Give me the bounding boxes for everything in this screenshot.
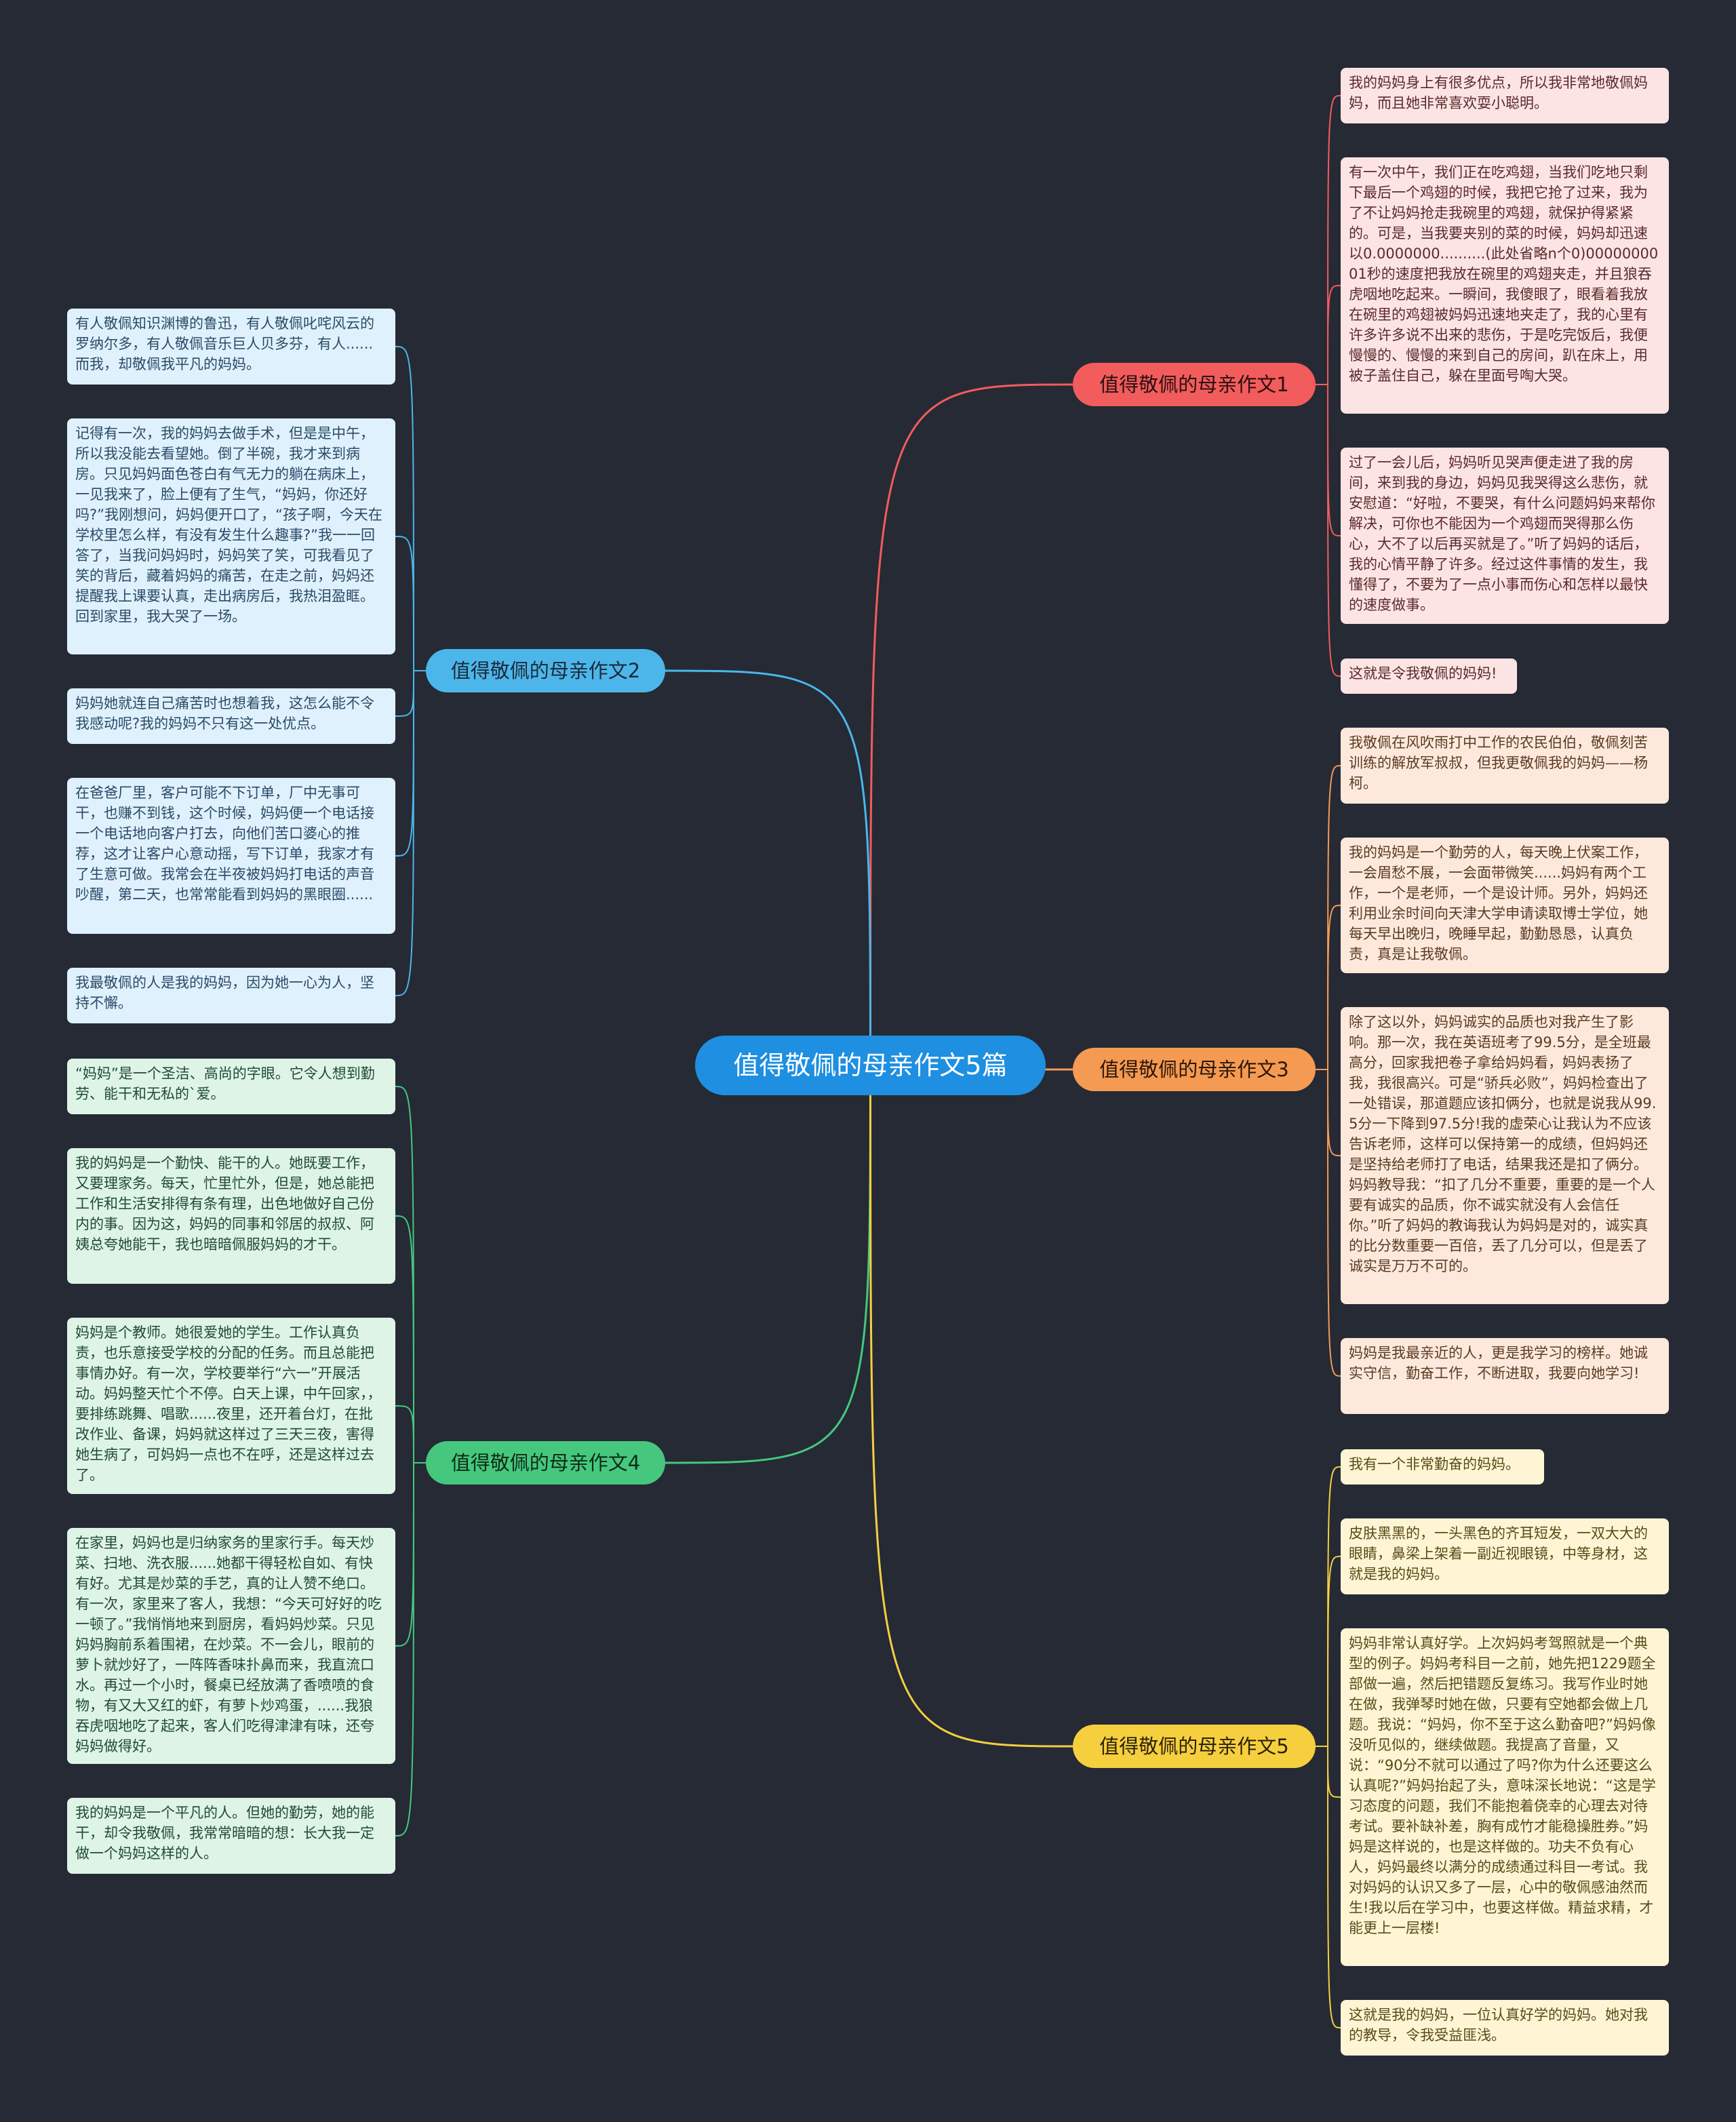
leaf-3-3: 除了这以外，妈妈诚实的品质也对我产生了影响。那一次，我在英语班考了99.5分，是…: [1341, 1007, 1669, 1304]
leaf-1-1: 我的妈妈身上有很多优点，所以我非常地敬佩妈妈，而且她非常喜欢耍小聪明。: [1341, 68, 1669, 123]
leaf-1-2: 有一次中午，我们正在吃鸡翅，当我们吃地只剩下最后一个鸡翅的时候，我把它抢了过来，…: [1341, 157, 1669, 414]
connector-path: [869, 383, 1073, 1066]
leaf-5-1: 我有一个非常勤奋的妈妈。: [1341, 1449, 1544, 1485]
branch-topic-2[interactable]: 值得敬佩的母亲作文2: [426, 649, 665, 692]
connector-path: [395, 670, 426, 717]
connector-path: [395, 1462, 426, 1836]
connector-path: [395, 536, 426, 671]
root-topic[interactable]: 值得敬佩的母亲作文5篇: [695, 1036, 1046, 1095]
connector-path: [395, 1462, 426, 1647]
leaf-1-3: 过了一会儿后，妈妈听见哭声便走进了我的房间，来到我的身边，妈妈见我哭得这么悲伤，…: [1341, 448, 1669, 624]
leaf-4-1: “妈妈”是一个圣洁、高尚的字眼。它令人想到勤劳、能干和无私的`爱。: [67, 1059, 395, 1114]
leaf-1-4: 这就是令我敬佩的妈妈!: [1341, 659, 1517, 694]
leaf-4-3: 妈妈是个教师。她很爱她的学生。工作认真负责，也乐意接受学校的分配的任务。而且总能…: [67, 1318, 395, 1494]
connector-path: [395, 346, 426, 671]
leaf-2-5: 我最敬佩的人是我的妈妈，因为她一心为人，坚持不懈。: [67, 968, 395, 1023]
leaf-5-2: 皮肤黑黑的，一头黑色的齐耳短发，一双大大的眼睛，鼻梁上架着一副近视眼镜，中等身材…: [1341, 1518, 1669, 1594]
connector-path: [869, 1065, 1073, 1748]
connector-path: [395, 1215, 426, 1463]
connector-path: [1316, 1746, 1341, 2028]
connector-path: [665, 1065, 871, 1464]
connector-path: [665, 669, 871, 1066]
connector-path: [1316, 95, 1341, 385]
leaf-3-2: 我的妈妈是一个勤劳的人，每天晚上伏案工作，一会眉愁不展，一会面带微笑......…: [1341, 838, 1669, 973]
connector-path: [1316, 384, 1341, 677]
connector-path: [1316, 1556, 1341, 1747]
leaf-4-4: 在家里，妈妈也是归纳家务的里家行手。每天炒菜、扫地、洗衣服......她都干得轻…: [67, 1528, 395, 1764]
leaf-2-1: 有人敬佩知识渊博的鲁迅，有人敬佩叱咤风云的罗纳尔多，有人敬佩音乐巨人贝多芬，有人…: [67, 309, 395, 385]
connector-path: [395, 670, 426, 857]
leaf-4-2: 我的妈妈是一个勤快、能干的人。她既要工作，又要理家务。每天，忙里忙外，但是，她总…: [67, 1148, 395, 1284]
branch-topic-1[interactable]: 值得敬佩的母亲作文1: [1073, 363, 1316, 406]
connector-path: [1316, 1069, 1341, 1377]
leaf-5-4: 这就是我的妈妈，一位认真好学的妈妈。她对我的教导，令我受益匪浅。: [1341, 2000, 1669, 2056]
connector-path: [1316, 285, 1341, 385]
leaf-2-4: 在爸爸厂里，客户可能不下订单，厂中无事可干，也赚不到钱，这个时候，妈妈便一个电话…: [67, 778, 395, 934]
connector-path: [395, 670, 426, 996]
leaf-2-3: 妈妈她就连自己痛苦时也想着我，这怎么能不令我感动呢?我的妈妈不只有这一处优点。: [67, 688, 395, 744]
leaf-5-3: 妈妈非常认真好学。上次妈妈考驾照就是一个典型的例子。妈妈考科目一之前，她先把12…: [1341, 1628, 1669, 1966]
leaf-3-1: 我敬佩在风吹雨打中工作的农民伯伯，敬佩刻苦训练的解放军叔叔，但我更敬佩我的妈妈—…: [1341, 728, 1669, 804]
branch-topic-3[interactable]: 值得敬佩的母亲作文3: [1073, 1048, 1316, 1091]
branch-topic-4[interactable]: 值得敬佩的母亲作文4: [426, 1441, 665, 1485]
connector-path: [1316, 905, 1341, 1070]
leaf-4-5: 我的妈妈是一个平凡的人。但她的勤劳，她的能干，却令我敬佩，我常常暗暗的想：长大我…: [67, 1798, 395, 1874]
connector-path: [395, 1405, 426, 1463]
leaf-3-4: 妈妈是我最亲近的人，更是我学习的榜样。她诚实守信，勤奋工作，不断进取，我要向她学…: [1341, 1338, 1669, 1414]
branch-topic-5[interactable]: 值得敬佩的母亲作文5: [1073, 1725, 1316, 1768]
leaf-2-2: 记得有一次，我的妈妈去做手术，但是是中午，所以我没能去看望她。倒了半碗，我才来到…: [67, 418, 395, 654]
